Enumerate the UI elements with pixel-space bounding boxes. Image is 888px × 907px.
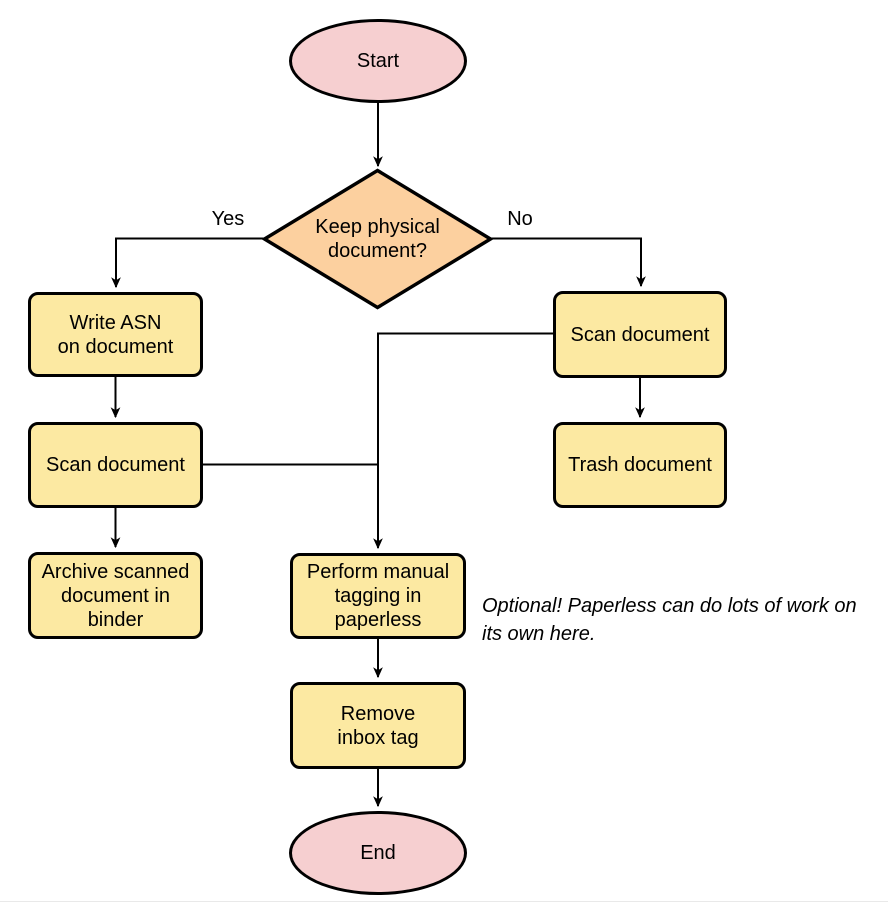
edge-label-yes: Yes: [211, 208, 245, 230]
node-write-asn-label: Write ASN on document: [57, 311, 174, 358]
node-keep-physical-document-label: Keep physical document?: [315, 216, 440, 262]
node-remove-inbox-tag-label: Remove inbox tag: [337, 702, 419, 749]
node-scan-document-right-label: Scan document: [570, 323, 710, 346]
node-archive-scanned: Archive scanned document in binder: [28, 552, 203, 639]
edge-decision-write-asn: [111, 237, 264, 289]
node-manual-tagging-label: Perform manual tagging in paperless: [306, 561, 450, 631]
node-trash-document: Trash document: [553, 422, 727, 508]
edge-decision-scan-right: [491, 237, 646, 288]
node-keep-physical-document: Keep physical document?: [262, 168, 493, 310]
node-scan-document-left: Scan document: [28, 422, 203, 508]
node-scan-document-left-label: Scan document: [46, 454, 185, 476]
node-write-asn: Write ASN on document: [28, 292, 203, 377]
node-start: Start: [289, 19, 467, 103]
node-start-label: Start: [356, 50, 400, 72]
node-archive-scanned-label: Archive scanned document in binder: [41, 560, 190, 631]
node-end-label: End: [360, 842, 396, 864]
node-manual-tagging: Perform manual tagging in paperless: [290, 553, 466, 639]
annotation-note: Optional! Paperless can do lots of work …: [482, 595, 857, 645]
edge-label-no: No: [507, 208, 533, 230]
diamond-shape: [262, 168, 493, 310]
node-end: End: [289, 811, 467, 895]
node-scan-document-right: Scan document: [553, 291, 727, 378]
page-bottom-divider: [0, 901, 888, 902]
edge-scan-right-tagging: [373, 332, 553, 550]
node-remove-inbox-tag: Remove inbox tag: [290, 682, 466, 769]
node-trash-document-label: Trash document: [568, 454, 712, 476]
